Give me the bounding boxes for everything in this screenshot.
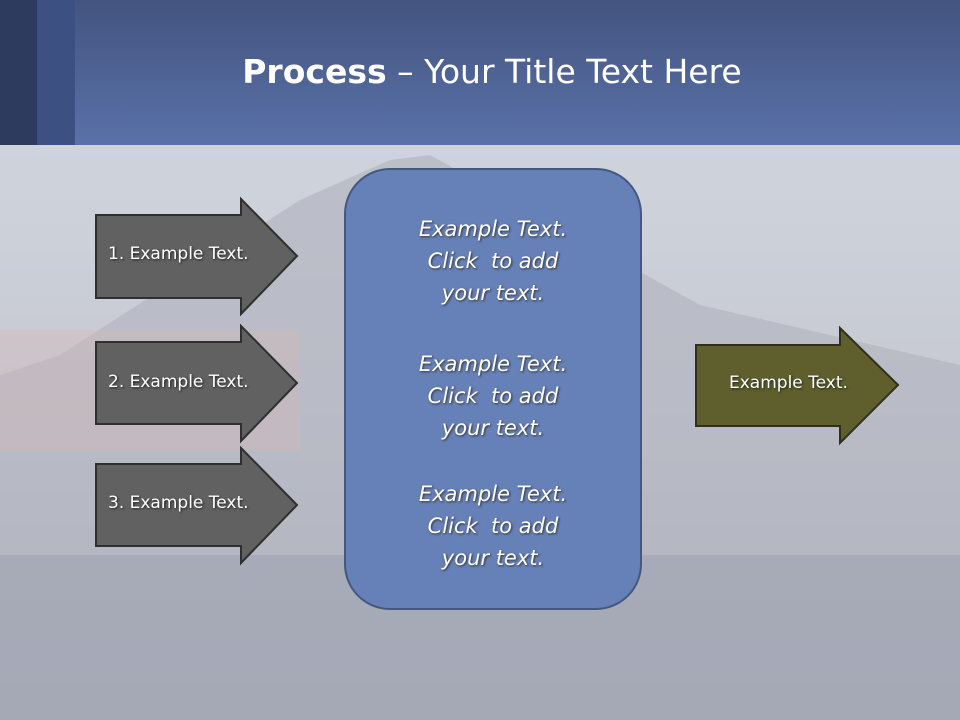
text-line: your text. [441,546,545,570]
input-arrow-2-label: 2. Example Text. [108,372,249,392]
decor-strip [0,0,37,145]
text-line: Click to add [427,249,559,273]
process-text-block-3[interactable]: Example Text. Click to add your text. [346,478,640,574]
decor-strip [37,0,75,145]
text-line: Example Text. [418,352,568,376]
input-arrow-2[interactable] [95,323,299,444]
text-line: your text. [441,281,545,305]
process-text-block-2[interactable]: Example Text. Click to add your text. [346,348,640,444]
text-line: Click to add [427,514,559,538]
input-arrow-3[interactable] [95,445,299,566]
text-line: Click to add [427,384,559,408]
input-arrow-3-label: 3. Example Text. [108,493,249,513]
process-text-block-1[interactable]: Example Text. Click to add your text. [346,213,640,309]
title-bar: Process – Your Title Text Here [0,0,960,145]
title-bold: Process [242,52,387,91]
input-arrow-1[interactable] [95,196,299,317]
output-arrow-label: Example Text. [729,373,848,393]
output-arrow[interactable] [695,325,900,446]
text-line: Example Text. [418,217,568,241]
page-title: Process – Your Title Text Here [0,52,960,91]
title-rest: – Your Title Text Here [386,52,742,91]
text-line: Example Text. [418,482,568,506]
text-line: your text. [441,416,545,440]
input-arrow-1-label: 1. Example Text. [108,244,249,264]
center-process-box[interactable]: Example Text. Click to add your text. Ex… [344,168,642,610]
